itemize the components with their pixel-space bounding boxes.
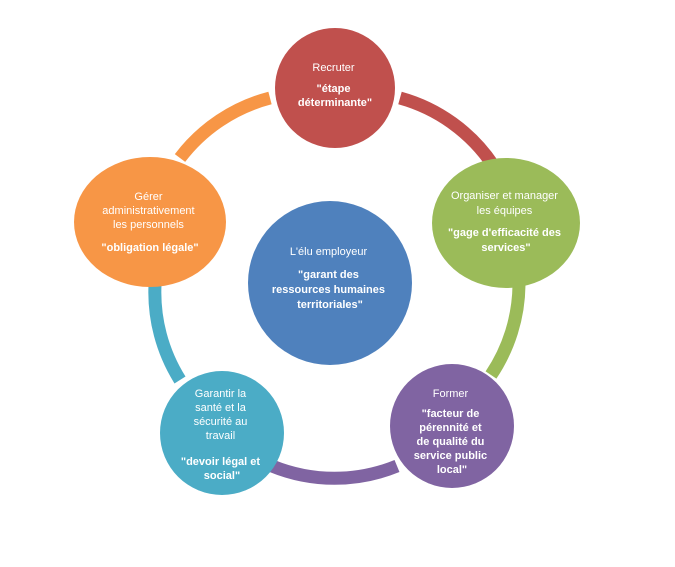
node-gerer-title-line-2: administrativement [102,205,194,217]
node-former-subtitle-line-4: service public [414,450,487,462]
node-former-subtitle-line-3: de qualité du [417,436,485,448]
node-recruter: Recruter "étape déterminante" [275,28,395,148]
center-subtitle-line-2: ressources humaines [272,284,385,296]
node-garantir-subtitle-line-1: "devoir légal et [181,456,261,468]
node-garantir-title-line-2: santé et la [195,402,247,414]
node-organiser-subtitle-line-1: "gage d'efficacité des [448,227,561,239]
node-former: Former "facteur de pérennité et de quali… [390,364,514,488]
center-subtitle-line-3: territoriales" [297,299,363,311]
node-gerer-label: Gérer administrativement les personnels … [101,191,198,254]
ring-arc-gerer-recruter [174,91,272,162]
node-garantir-title-line-4: travail [206,430,235,442]
ring-arc-organiser-former [485,284,526,379]
node-recruter-circle [275,28,395,148]
node-garantir-title-line-1: Garantir la [195,388,247,400]
node-organiser: Organiser et manager les équipes "gage d… [432,158,580,288]
ring-arc-garantir-gerer [148,284,186,384]
ring-arc-recruter-organiser [398,91,499,169]
node-organiser-title-line-2: les équipes [477,205,533,217]
node-former-subtitle-line-2: pérennité et [419,422,482,434]
node-gerer-subtitle-line-1: "obligation légale" [101,242,198,254]
node-gerer-title-line-3: les personnels [113,219,184,231]
node-former-label: Former "facteur de pérennité et de quali… [414,388,490,476]
node-garantir-circle [160,371,284,495]
node-former-subtitle-line-5: local" [437,464,467,476]
node-garantir-title-line-3: sécurité au [194,416,248,428]
node-organiser-subtitle-line-2: services" [481,242,530,254]
node-organiser-label: Organiser et manager les équipes "gage d… [448,190,564,254]
node-gerer-title-line-1: Gérer [134,191,162,203]
center-label: L'élu employeur "garant des ressources h… [272,246,388,311]
node-gerer-circle [74,157,226,287]
center-node: L'élu employeur "garant des ressources h… [248,201,412,365]
node-organiser-title-line-1: Organiser et manager [451,190,558,202]
node-organiser-circle [432,158,580,288]
center-subtitle-line-1: "garant des [298,269,359,281]
center-title: L'élu employeur [290,246,368,258]
node-former-circle [390,364,514,488]
ring-arc-former-garantir [269,459,400,485]
node-garantir: Garantir la santé et la sécurité au trav… [160,371,284,495]
node-recruter-label: Recruter "étape déterminante" [298,62,372,109]
node-former-title: Former [433,388,469,400]
center-circle [248,201,412,365]
node-recruter-subtitle-line-1: "étape [316,83,350,95]
node-former-subtitle-line-1: "facteur de [422,408,480,420]
node-garantir-subtitle-line-2: social" [204,470,240,482]
cycle-ring [148,91,526,485]
node-recruter-subtitle-line-2: déterminante" [298,97,372,109]
node-recruter-title: Recruter [312,62,355,74]
node-garantir-label: Garantir la santé et la sécurité au trav… [181,388,263,482]
node-gerer: Gérer administrativement les personnels … [74,157,226,287]
